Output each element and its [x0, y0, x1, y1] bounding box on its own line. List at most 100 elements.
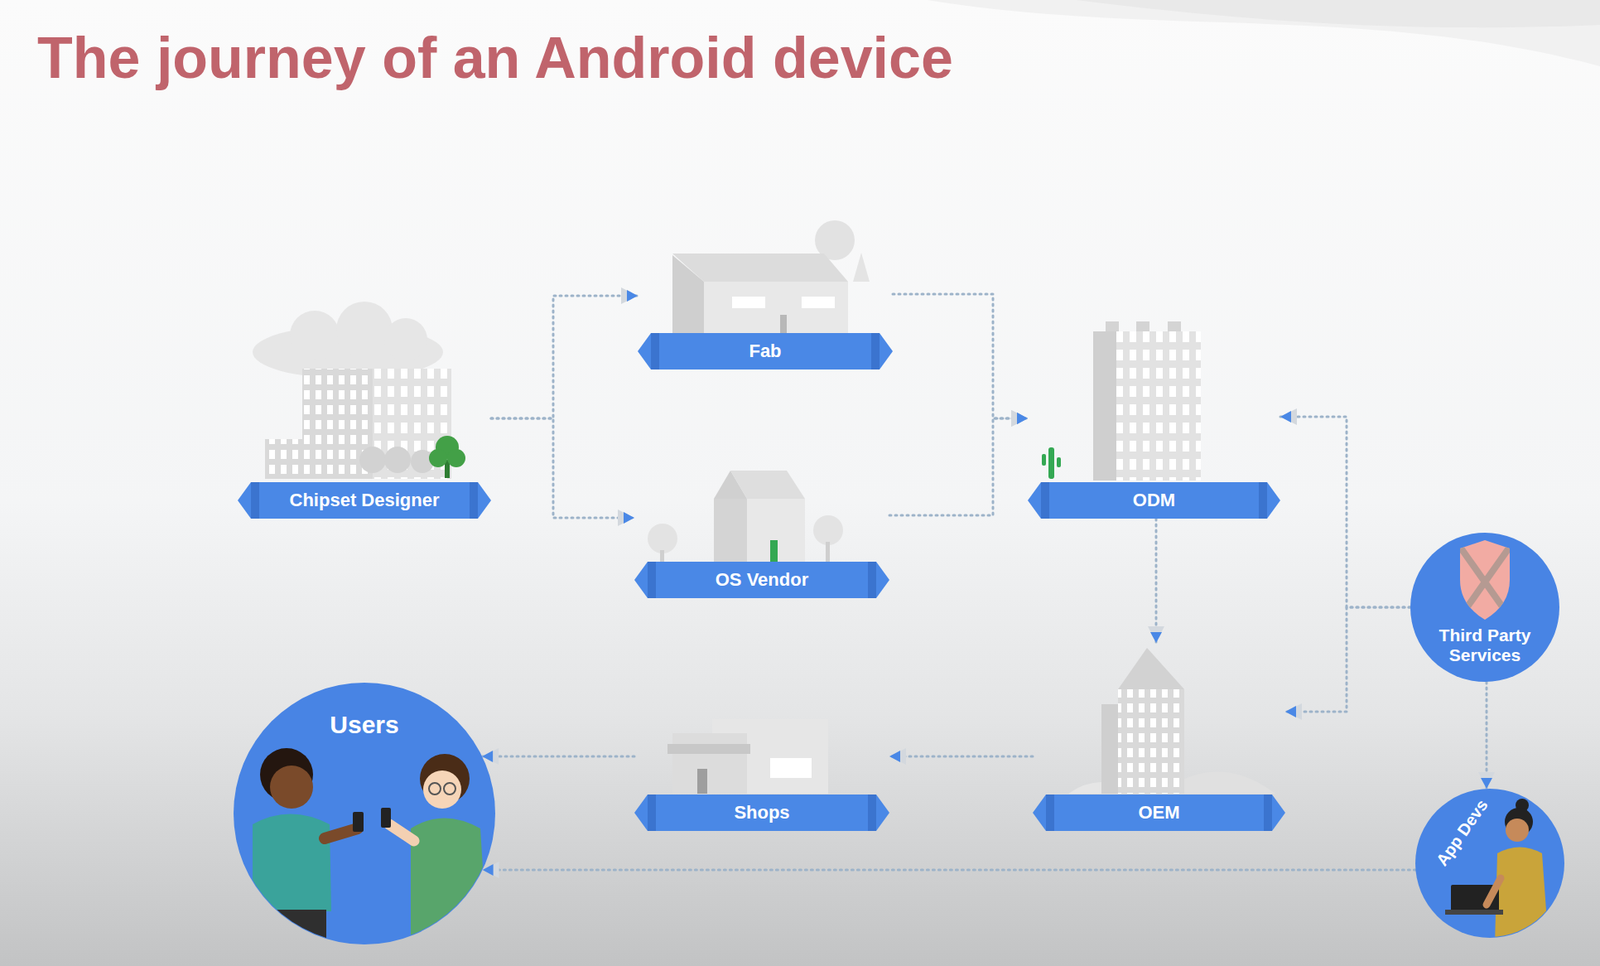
- os-vendor-house: [713, 498, 747, 562]
- fab-building: [732, 296, 766, 309]
- odm-building: [1093, 331, 1117, 481]
- chipset-campus: [372, 368, 452, 479]
- chipset-campus: [444, 459, 450, 478]
- chipset-campus: [447, 448, 466, 468]
- os-vendor-house: [770, 539, 778, 562]
- shop-building: [697, 768, 708, 794]
- users-node: Users: [233, 682, 496, 945]
- shop-building: [770, 757, 812, 778]
- chipset-campus: [289, 310, 340, 361]
- dotted-connector: [1155, 518, 1158, 643]
- circle-fill: [1415, 788, 1565, 938]
- shop-building: [667, 718, 829, 794]
- node-label: Shops: [733, 801, 790, 824]
- oem-building: [1118, 647, 1185, 690]
- ribbon-fold: [1040, 481, 1050, 519]
- ribbon-fold: [647, 561, 656, 598]
- app-developer: [1445, 798, 1549, 945]
- shield-icon: [1460, 546, 1510, 617]
- users-people: [252, 747, 489, 961]
- chipset-campus: [384, 318, 428, 362]
- shop-building: [672, 732, 747, 794]
- chipset-campus: [302, 368, 373, 479]
- dotted-connector: [1485, 681, 1489, 789]
- odm-building: [1136, 321, 1150, 333]
- fab-building: [853, 252, 870, 282]
- node-label: Third Party Services: [1410, 625, 1560, 665]
- label-ribbon: Fab: [637, 332, 893, 370]
- shield-icon: [1460, 539, 1510, 620]
- label-ribbon: OS Vendor: [634, 561, 890, 598]
- dotted-connector: [889, 418, 1028, 516]
- oem-building: [1068, 647, 1276, 794]
- ribbon-fold: [867, 794, 877, 831]
- oem-node: OEM: [1032, 642, 1286, 831]
- users-people: [260, 747, 314, 801]
- node-label: Users: [233, 710, 496, 739]
- dotted-connector: [892, 293, 1028, 419]
- oem-building: [1159, 771, 1276, 795]
- shop-building: [667, 743, 751, 754]
- ribbon-fill: [237, 481, 492, 519]
- odm-node: ODM: [1027, 321, 1281, 519]
- users-people: [380, 807, 391, 828]
- chipset-campus: [252, 325, 444, 379]
- ribbon-fill: [634, 794, 890, 831]
- users-people: [428, 782, 441, 795]
- odm-building: [1048, 447, 1055, 479]
- os-vendor-house: [825, 541, 830, 562]
- app-developer: [1515, 798, 1529, 812]
- ribbon-fill: [634, 561, 890, 598]
- users-people: [410, 818, 489, 962]
- users-people: [324, 828, 358, 839]
- chipset-campus: [336, 301, 393, 358]
- dotted-connector: [491, 418, 635, 518]
- app-developer: [1445, 909, 1504, 915]
- circle-fill: [1410, 532, 1560, 682]
- ribbon-fill: [637, 332, 893, 370]
- node-label: Chipset Designer: [289, 489, 440, 511]
- swoosh: [927, 0, 1600, 67]
- shield-icon: [1460, 539, 1510, 620]
- chipset-campus: [428, 448, 448, 468]
- shield-icon: [1460, 546, 1510, 617]
- label-ribbon: OEM: [1032, 794, 1286, 831]
- users-people: [269, 765, 314, 809]
- swoosh: [1076, 0, 1600, 28]
- oem-building: [1068, 781, 1135, 794]
- dotted-connector: [889, 755, 1033, 758]
- users-people: [389, 824, 415, 841]
- os-vendor-house: [647, 523, 678, 554]
- ribbon-fold: [871, 332, 880, 370]
- fab-building: [801, 296, 835, 309]
- os-vendor-house: [660, 549, 665, 562]
- label-ribbon: Chipset Designer: [237, 481, 492, 519]
- fab-building: [780, 314, 787, 333]
- odm-building: [1093, 331, 1201, 481]
- node-label: Fab: [748, 340, 781, 362]
- ribbon-fold: [650, 332, 660, 370]
- app-devs-node: App Devs: [1415, 788, 1565, 938]
- chipset-campus: [384, 446, 411, 473]
- ribbon-fold: [469, 481, 478, 519]
- node-label: OEM: [1137, 801, 1180, 824]
- ribbon-fold: [647, 794, 656, 831]
- node-label: OS Vendor: [715, 568, 809, 591]
- users-people: [352, 811, 364, 832]
- app-developer: [1450, 884, 1499, 911]
- os-vendor-house: [813, 515, 844, 545]
- dotted-connector: [482, 868, 1417, 872]
- chipset-campus: [252, 301, 466, 479]
- odm-building: [1041, 453, 1046, 466]
- os-vendor-node: OS Vendor: [634, 463, 890, 598]
- third-party-services-node: Third Party Services: [1410, 532, 1560, 682]
- users-people: [419, 753, 470, 804]
- chipset-designer-node: Chipset Designer: [237, 306, 492, 519]
- fab-building: [672, 255, 704, 333]
- odm-building: [1041, 321, 1201, 481]
- label-ribbon: ODM: [1027, 481, 1281, 519]
- os-vendor-house: [730, 470, 805, 499]
- dotted-connector: [491, 295, 638, 419]
